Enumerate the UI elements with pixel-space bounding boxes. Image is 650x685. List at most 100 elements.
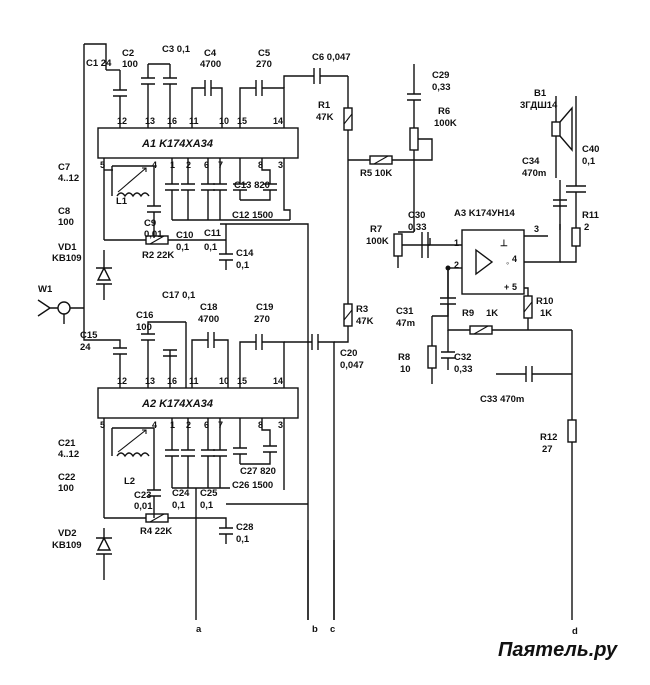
vd1-label: KB109: [52, 253, 82, 264]
r1-label: 47K: [316, 112, 334, 123]
l2-label: L2: [124, 476, 135, 487]
r10-label: 1K: [540, 308, 552, 319]
r6-label: R6: [438, 106, 450, 117]
c11-label: C11: [204, 228, 222, 239]
r6-label: 100K: [434, 118, 457, 129]
vd1-label: VD1: [58, 242, 77, 253]
pin-number: 14: [273, 376, 283, 386]
c14-label: C14: [236, 248, 254, 259]
output-label-a: a: [196, 624, 202, 635]
pin-number: 13: [145, 376, 155, 386]
c11-label: 0,1: [204, 242, 218, 253]
svg-text:◦: ◦: [506, 258, 509, 268]
c21-label: 4..12: [58, 449, 79, 460]
amplifier-wiring: [427, 96, 586, 620]
varicap-vd1: [96, 250, 112, 300]
c34-label: 470m: [522, 168, 546, 179]
pin-number: 15: [237, 116, 247, 126]
chip-a3-label: A3 K174УН14: [454, 208, 516, 219]
a1-bottom-wiring: [103, 158, 309, 620]
svg-text:+: +: [504, 282, 509, 292]
c25-label: 0,1: [200, 500, 214, 511]
r8-label: 10: [400, 364, 411, 375]
c20-label: 0,047: [340, 360, 364, 371]
c16-label: C16: [136, 310, 153, 321]
pin-number: 5: [512, 282, 517, 292]
c13-label: C13 820: [234, 180, 270, 191]
b1-label: B1: [534, 88, 547, 99]
c2-label: 100: [122, 59, 138, 70]
pin-number: 4: [152, 160, 157, 170]
r11-label: 2: [584, 222, 589, 233]
pin-number: 6: [204, 420, 209, 430]
pin-number: 3: [534, 224, 539, 234]
pin-number: 3: [278, 160, 283, 170]
c23-label: 0,01: [134, 501, 153, 512]
pin-number: 14: [273, 116, 283, 126]
c28-label: C28: [236, 522, 253, 533]
c5-label: C5: [258, 48, 271, 59]
r7-label: R7: [370, 224, 382, 235]
c32-label: 0,33: [454, 364, 473, 375]
c2-label: C2: [122, 48, 134, 59]
c29-label: 0,33: [432, 82, 451, 93]
c15-label: 24: [80, 342, 91, 353]
a2-top-wiring: [83, 300, 353, 620]
c17-label: C17 0,1: [162, 290, 196, 301]
c24-label: C24: [172, 488, 190, 499]
c24-label: 0,1: [172, 500, 186, 511]
r2-label: R2 22K: [142, 250, 174, 261]
c31-label: 47m: [396, 318, 415, 329]
c18-label: 4700: [198, 314, 219, 325]
c19-label: 270: [254, 314, 270, 325]
b1-label: 3ГДШ14: [520, 100, 558, 111]
c28-label: 0,1: [236, 534, 250, 545]
chip-a1-label: A1 K174XA34: [141, 138, 213, 150]
c3-label: C3 0,1: [162, 44, 191, 55]
c22-label: C22: [58, 472, 75, 483]
c7-label: 4..12: [58, 173, 79, 184]
c9-label: C9: [144, 218, 156, 229]
c29-label: C29: [432, 70, 449, 81]
pin-number: 1: [454, 238, 459, 248]
svg-text:⊥: ⊥: [500, 238, 508, 248]
c23-label: C23: [134, 490, 151, 501]
pin-number: 8: [258, 160, 263, 170]
r4-label: R4 22K: [140, 526, 172, 537]
c34-label: C34: [522, 156, 540, 167]
c8-label: 100: [58, 217, 74, 228]
r12-label: 27: [542, 444, 553, 455]
c31-label: C31: [396, 306, 414, 317]
c26-label: C26 1500: [232, 480, 273, 491]
c12-label: C12 1500: [232, 210, 273, 221]
output-label-b: b: [312, 624, 318, 635]
pin-number: 12: [117, 116, 127, 126]
c4-label: 4700: [200, 59, 221, 70]
c27-label: C27 820: [240, 466, 276, 477]
volume-section: [348, 64, 462, 268]
c14-label: 0,1: [236, 260, 250, 271]
c15-label: C15: [80, 330, 98, 341]
pin-number: 12: [117, 376, 127, 386]
c18-label: C18: [200, 302, 217, 313]
pin-number: 10: [219, 376, 229, 386]
c30-label: 0,33: [408, 222, 427, 233]
c4-label: C4: [204, 48, 217, 59]
c10-label: C10: [176, 230, 193, 241]
pin-number: 5: [100, 420, 105, 430]
antenna-w1: [37, 299, 84, 324]
c33-label: C33 470m: [480, 394, 524, 405]
c25-label: C25: [200, 488, 218, 499]
c30-label: C30: [408, 210, 425, 221]
pin-number: 3: [278, 420, 283, 430]
r9-label: R9: [462, 308, 474, 319]
chip-a2-label: A2 K174XA34: [141, 398, 213, 410]
w1-label: W1: [38, 284, 53, 295]
r8-label: R8: [398, 352, 410, 363]
vd2-label: VD2: [58, 528, 76, 539]
